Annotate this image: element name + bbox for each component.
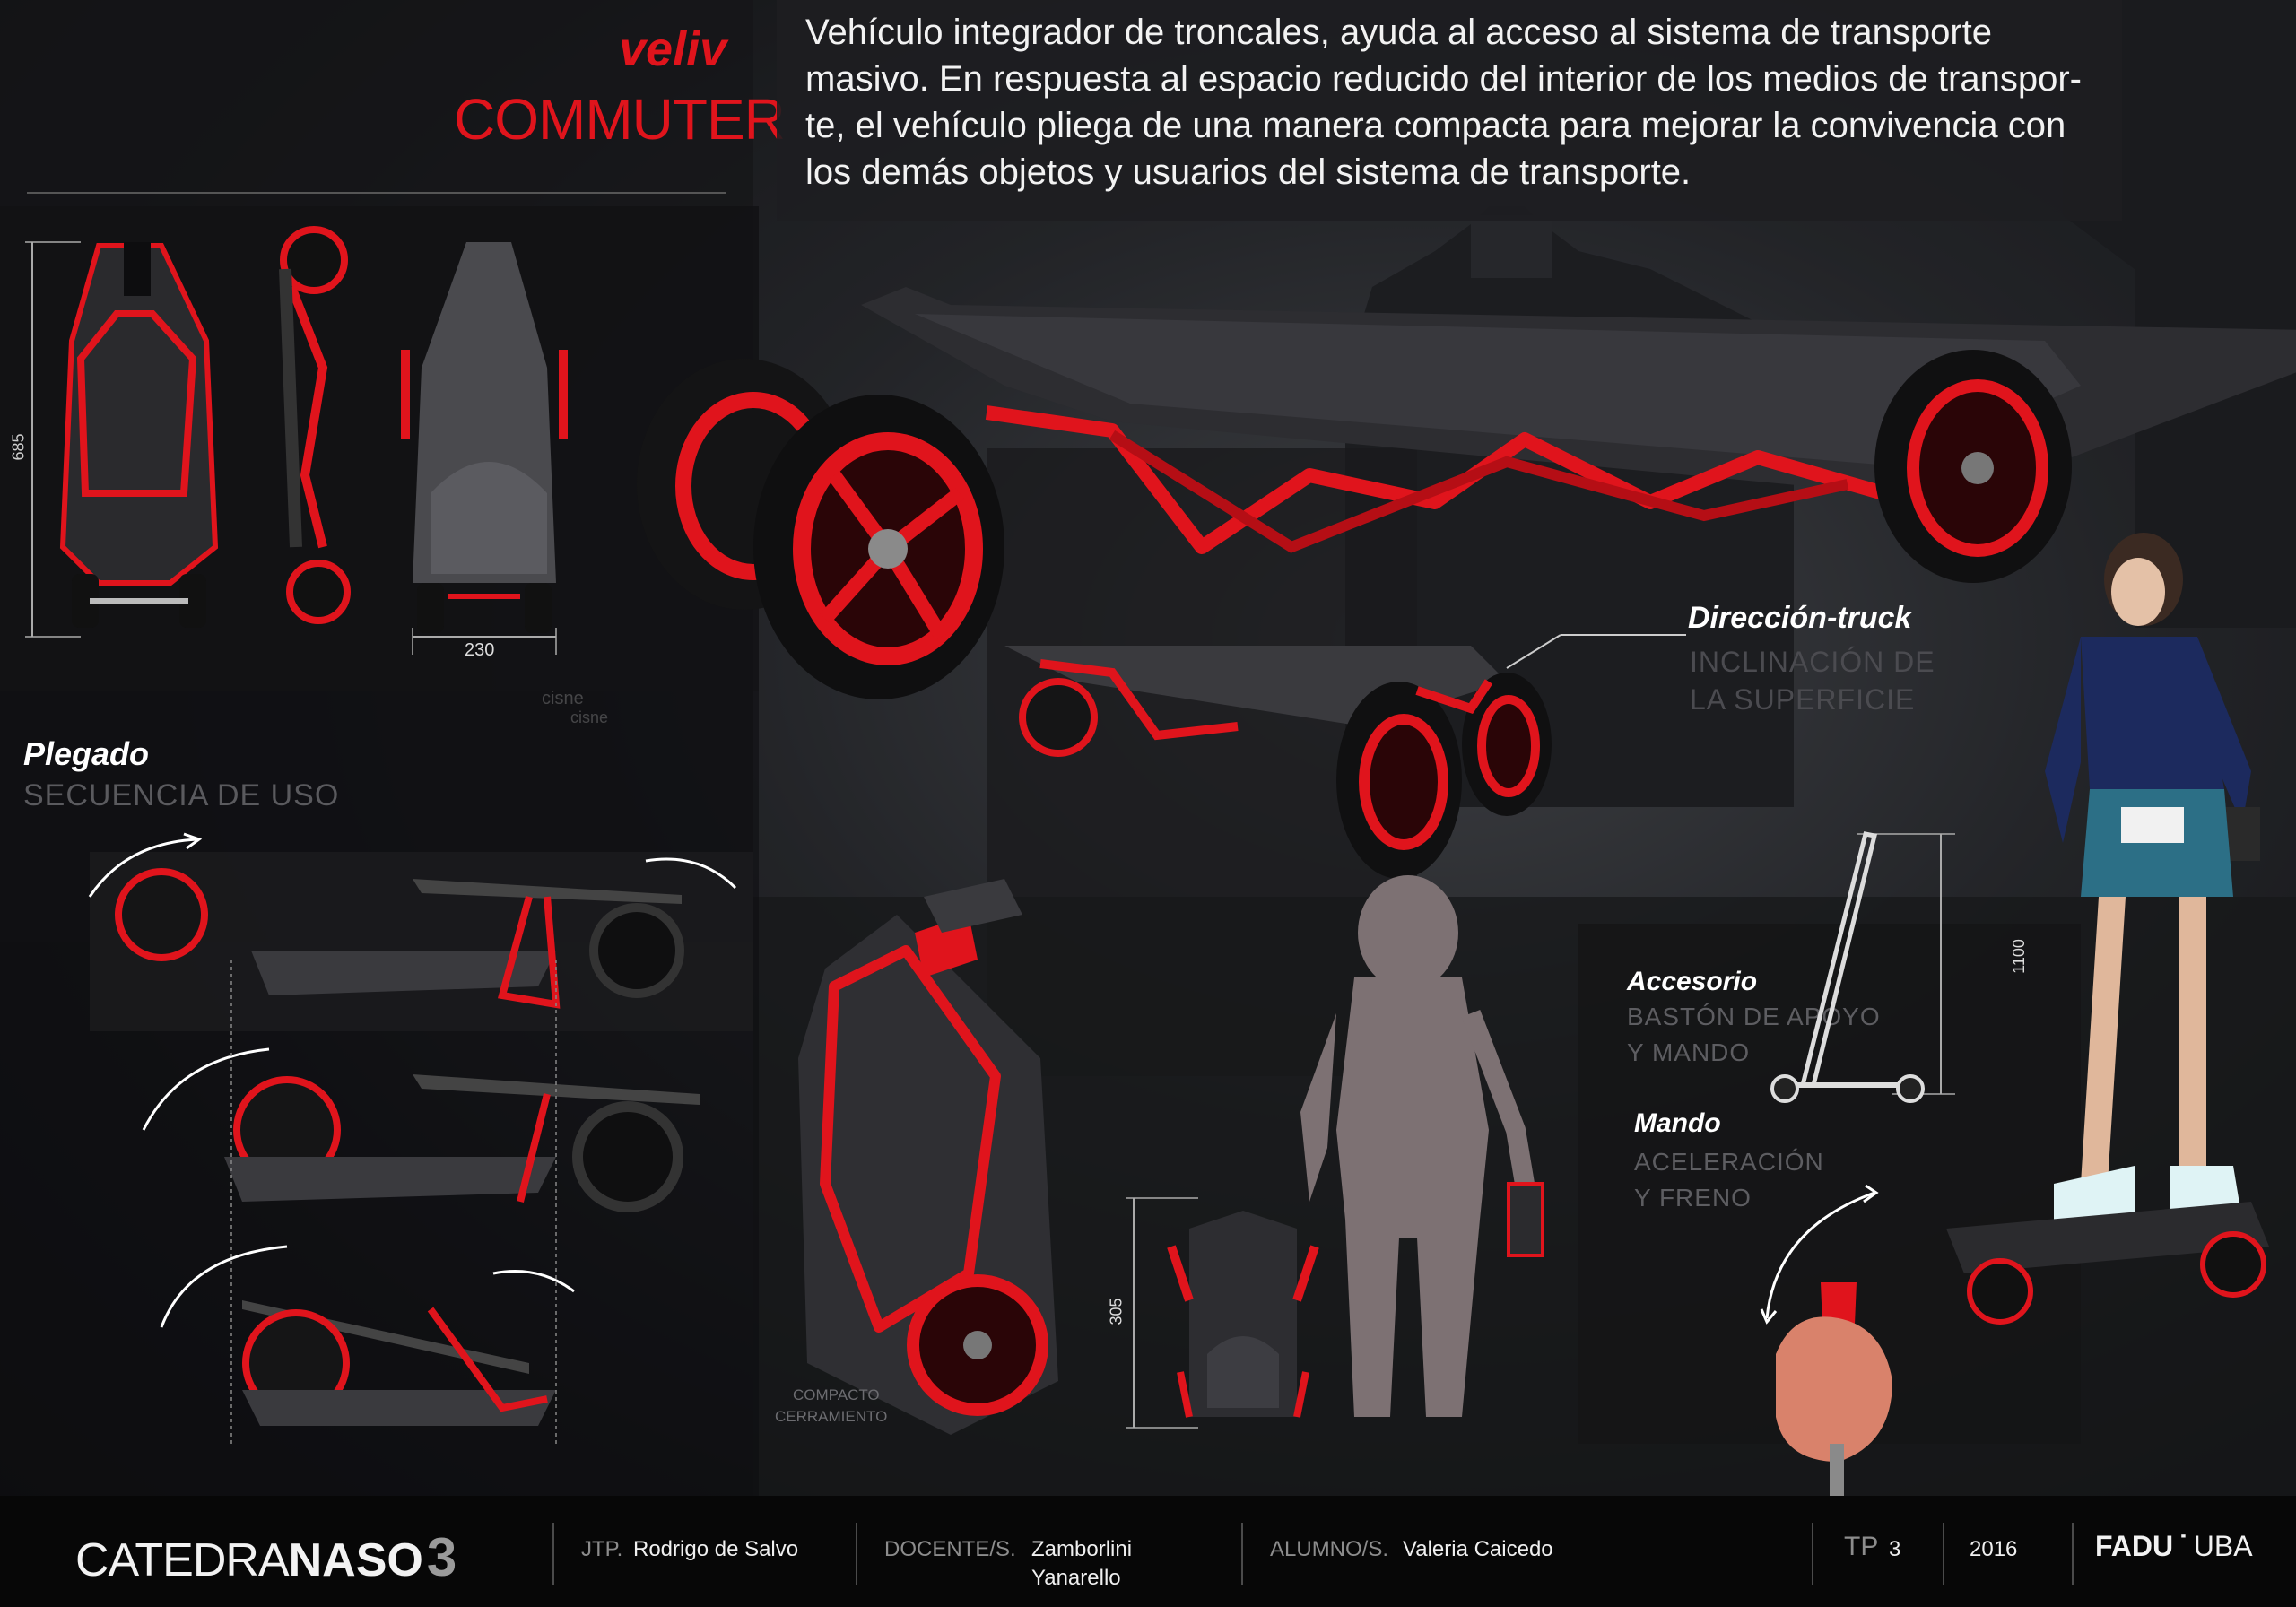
dimension-width-label: 230: [465, 640, 495, 660]
folding-title: Plegado: [23, 735, 150, 772]
control-title: Mando: [1634, 1108, 1721, 1138]
accessory-line-1: BASTÓN DE APOYO: [1627, 1003, 1881, 1030]
footer-logo-light: CATEDRA: [75, 1534, 290, 1586]
folded-vehicle-render: [798, 879, 1058, 1435]
intro-line-2: masivo. En respuesta al espacio reducido…: [805, 59, 2082, 99]
dimension-folded-label: 305: [1107, 1298, 1126, 1325]
steering-line-1: INCLINACIÓN DE: [1690, 646, 1935, 678]
faculty-separator: ˙: [2179, 1530, 2188, 1562]
tp-label: TP: [1844, 1532, 1879, 1561]
faculty-logo: FADU˙UBA: [2095, 1530, 2253, 1563]
control-line-1: ACELERACIÓN: [1634, 1148, 1824, 1176]
footer-separator-6: [2072, 1523, 2074, 1585]
footer-logo-bold: NASO: [288, 1534, 423, 1586]
docente-value-1: Zamborlini: [1031, 1537, 1133, 1561]
docente-label: DOCENTE/S.: [884, 1537, 1016, 1561]
footer-separator-3: [1241, 1523, 1243, 1585]
hand-control-render: [1760, 1184, 1892, 1498]
intro-panel: [777, 0, 2122, 221]
steering-title: Dirección-truck: [1688, 601, 1912, 635]
footer-logo-number: 3: [426, 1527, 457, 1587]
footer-separator-4: [1812, 1523, 1813, 1585]
dimension-height-label: 685: [9, 433, 28, 461]
docente-value-2: Yanarello: [1031, 1566, 1121, 1590]
compact-line-2: CERRAMIENTO: [775, 1408, 888, 1425]
year-value: 2016: [1970, 1537, 2018, 1561]
hero-vehicle-render: [637, 287, 2296, 699]
alumno-value: Valeria Caicedo: [1403, 1537, 1553, 1561]
compact-line-1: COMPACTO: [793, 1386, 880, 1403]
folding-subtitle: SECUENCIA DE USO: [23, 778, 340, 812]
intro-line-4: los demás objetos y usuarios del sistema…: [805, 152, 1692, 192]
intro-line-3: te, el vehículo pliega de una manera com…: [805, 106, 2066, 145]
folding-sequence-drawing: [88, 832, 753, 1444]
accessory-title: Accesorio: [1627, 967, 1758, 996]
footer: CATEDRANASO3 JTP. Rodrigo de Salvo DOCEN…: [0, 1496, 2296, 1607]
university-name: UBA: [2193, 1530, 2253, 1562]
intro-line-1: Vehículo integrador de troncales, ayuda …: [805, 13, 1993, 52]
tp-value: 3: [1889, 1537, 1901, 1561]
footer-logo: CATEDRANASO3: [75, 1526, 457, 1588]
alumno-label: ALUMNO/S.: [1270, 1537, 1389, 1561]
steering-truck-render: [1004, 634, 1686, 879]
footer-separator-2: [856, 1523, 857, 1585]
accessory-drawing: [1770, 831, 1955, 1103]
jtp-label: JTP.: [581, 1537, 623, 1561]
top-view-drawing: [25, 226, 568, 655]
title-divider: [27, 192, 726, 194]
footer-separator-1: [552, 1523, 554, 1585]
footer-separator-5: [1943, 1523, 1944, 1585]
product-name: COMMUTER: [454, 87, 786, 152]
brand-name: veliv: [619, 22, 727, 76]
control-line-2: Y FRENO: [1634, 1184, 1752, 1212]
carried-view-drawing: [1126, 1197, 1319, 1429]
steering-line-2: LA SUPERFICIE: [1690, 683, 1916, 716]
jtp-value: Rodrigo de Salvo: [633, 1537, 799, 1561]
rider-photo: [1946, 533, 2269, 1325]
accessory-line-2: Y MANDO: [1627, 1038, 1751, 1066]
woman-silhouette: [1300, 875, 1544, 1417]
faculty-name: FADU: [2095, 1530, 2174, 1562]
